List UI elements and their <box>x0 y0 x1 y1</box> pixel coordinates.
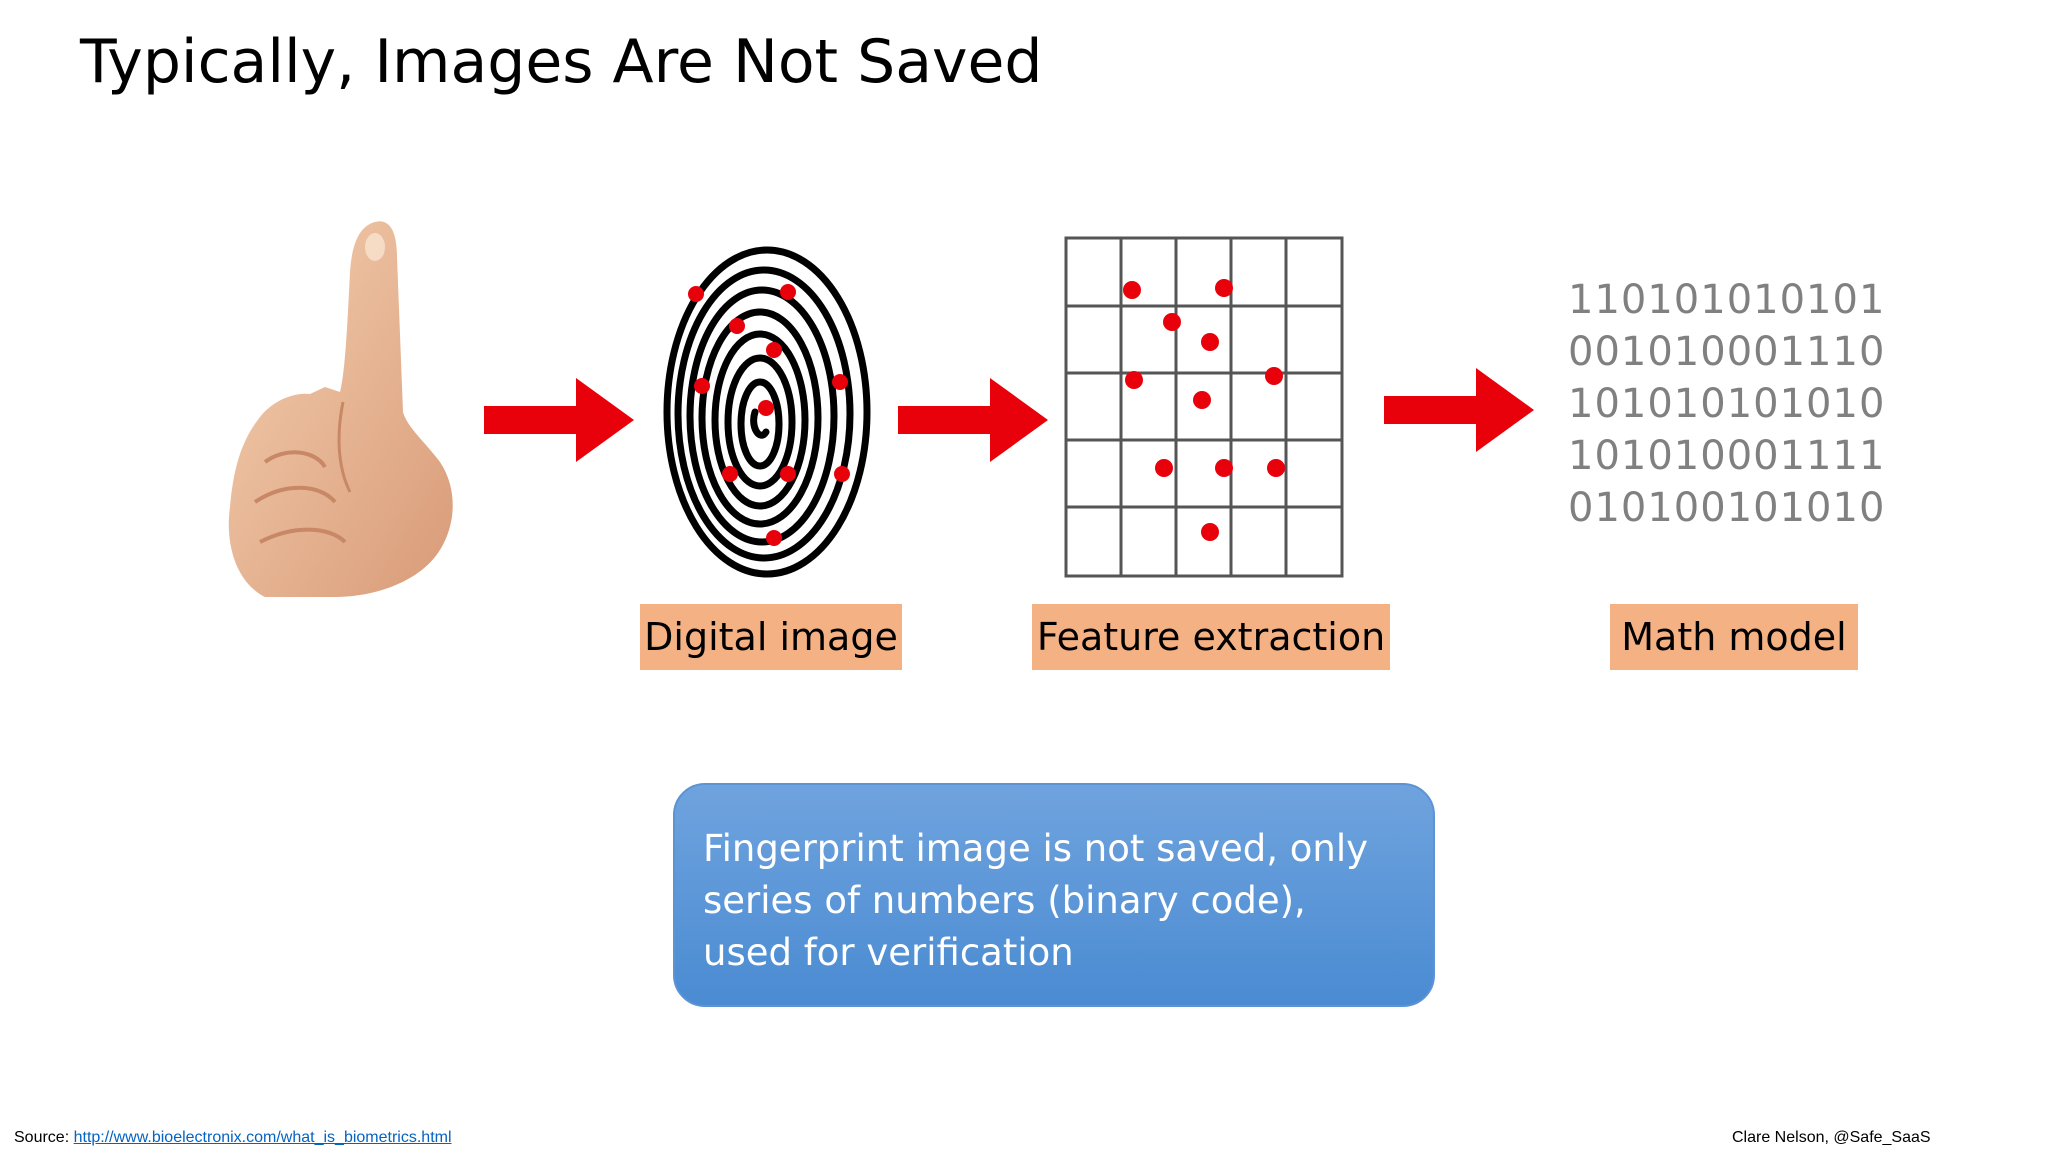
binary-code-line: 110101010101 <box>1568 277 1886 323</box>
source-link[interactable]: http://www.bioelectronix.com/what_is_bio… <box>73 1129 452 1146</box>
slide-title: Typically, Images Are Not Saved <box>80 27 1043 97</box>
fingerprint-icon <box>663 246 871 578</box>
binary-code-line: 001010001110 <box>1568 329 1886 375</box>
source-label: Source: <box>14 1129 74 1146</box>
digital-image-label: Digital image <box>640 604 902 670</box>
right-arrow-icon <box>898 378 1048 462</box>
math-model-label: Math model <box>1610 604 1858 670</box>
right-arrow-icon <box>1384 368 1534 452</box>
feature-grid-icon <box>1064 236 1344 578</box>
source-citation: Source: http://www.bioelectronix.com/wha… <box>14 1128 452 1148</box>
binary-code-line: 101010101010 <box>1568 381 1886 427</box>
callout-text: Fingerprint image is not saved, only ser… <box>703 827 1369 974</box>
binary-code-line: 010100101010 <box>1568 485 1886 531</box>
binary-code-line: 101010001111 <box>1568 433 1886 479</box>
callout-box: Fingerprint image is not saved, only ser… <box>673 783 1435 1007</box>
feature-extraction-label: Feature extraction <box>1032 604 1390 670</box>
right-arrow-icon <box>484 378 634 462</box>
author-credit: Clare Nelson, @Safe_SaaS <box>1732 1129 1931 1146</box>
hand-index-finger-icon <box>228 221 453 597</box>
